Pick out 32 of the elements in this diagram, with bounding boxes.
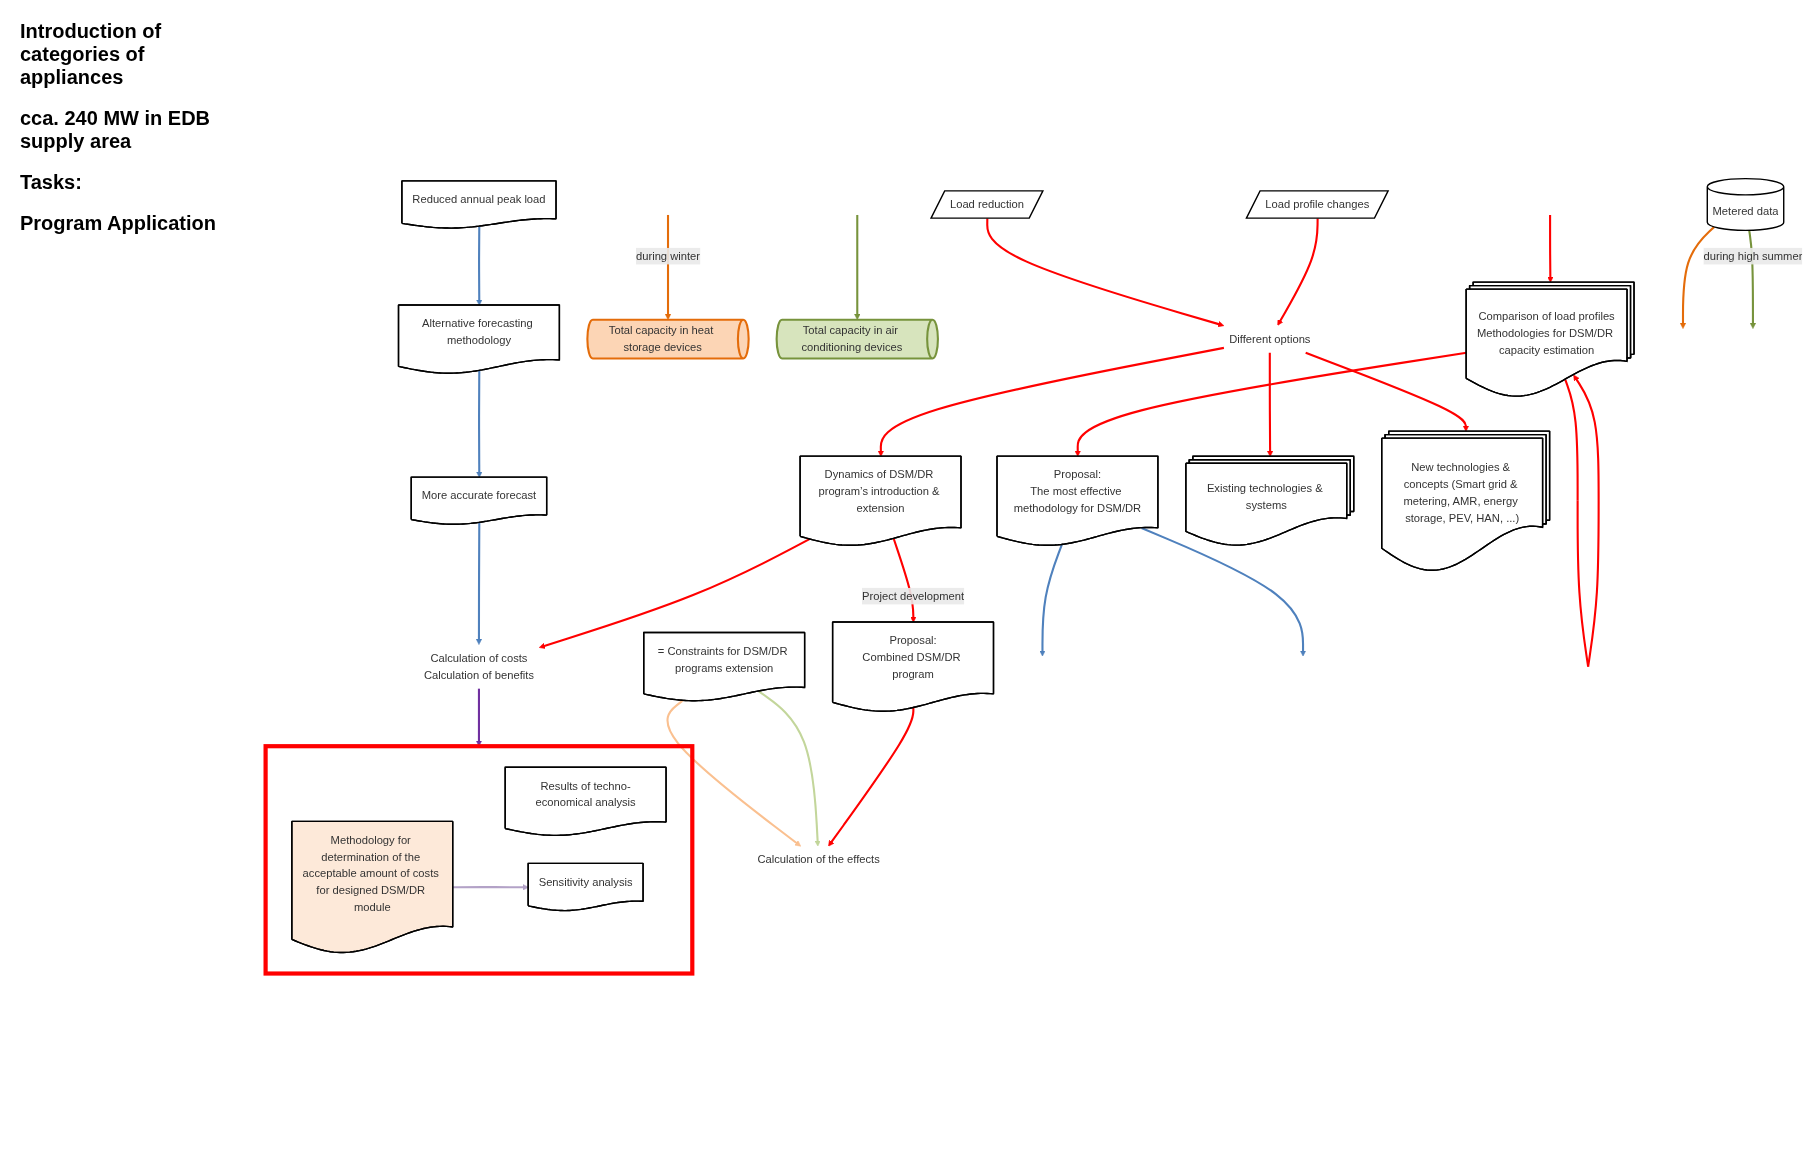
arrow [666, 699, 802, 847]
node-text: Calculation of the effects [757, 853, 880, 866]
arrow [539, 538, 810, 649]
node-text: Calculation of costs Calculation of benefits [423, 651, 535, 681]
arrow [1547, 214, 1554, 283]
arrow [1679, 226, 1715, 329]
arrow [1039, 544, 1063, 657]
arrow [1074, 351, 1467, 457]
node-text: Total capacity in heat storage devices [608, 324, 714, 354]
note-text: Program Application [20, 212, 217, 235]
node-text: Different options [1229, 332, 1311, 345]
arrow [1305, 351, 1469, 432]
arrow [1267, 352, 1274, 457]
arrow [758, 690, 821, 847]
cluster [263, 744, 695, 976]
arrow [475, 522, 483, 645]
note-text: cca. 240 MW in EDB supply area [20, 107, 212, 153]
arrow [476, 370, 483, 478]
arrow [877, 346, 1225, 457]
edge-label: during winter [635, 249, 701, 262]
edge-label: during high summer [1703, 249, 1803, 262]
arrow [1277, 218, 1319, 326]
edge-label: Project development [862, 589, 965, 602]
arrow [986, 218, 1225, 327]
node-text: Total capacity in air conditioning devices [801, 324, 903, 354]
note-text: Tasks: [20, 171, 83, 194]
arrow [453, 884, 529, 891]
arrow [828, 707, 915, 847]
arrow [854, 214, 861, 320]
arrow [475, 688, 483, 747]
arrow [1564, 374, 1600, 667]
note-text: Introduction of categories of appliances [20, 20, 163, 89]
